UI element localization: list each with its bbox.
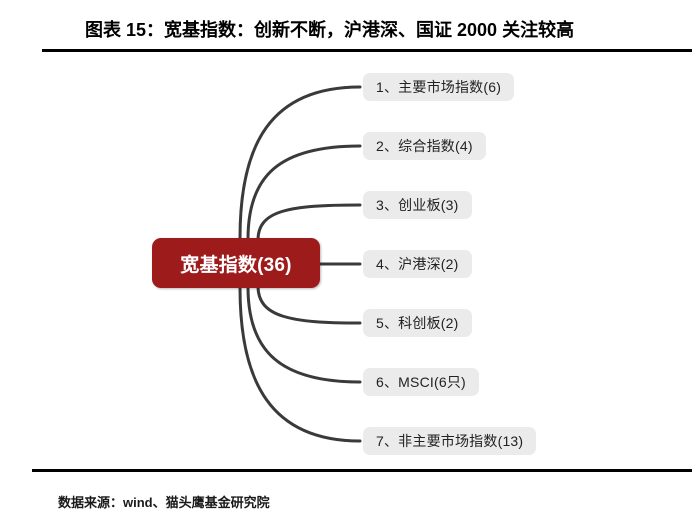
branch-node-5[interactable]: 5、科创板(2) (363, 309, 472, 337)
branch-node-6[interactable]: 6、MSCI(6只) (363, 368, 479, 396)
branch-node-3[interactable]: 3、创业板(3) (363, 191, 472, 219)
source-note: 数据来源：wind、猫头鹰基金研究院 (58, 495, 270, 510)
branch-label-5: 5、科创板(2) (376, 315, 459, 331)
title-divider-rule (42, 49, 692, 52)
branch-label-1: 1、主要市场指数(6) (376, 79, 502, 95)
connector-line-6 (246, 285, 362, 384)
root-node-label: 宽基指数(36) (180, 254, 292, 276)
mindmap-diagram: 宽基指数(36) 1、主要市场指数(6) 2、综合指数(4) 3、创业板(3) … (0, 55, 700, 465)
branch-label-6: 6、MSCI(6只) (376, 374, 466, 390)
branch-label-7: 7、非主要市场指数(13) (376, 433, 524, 449)
connector-line-5 (256, 284, 362, 325)
connector-line-7 (238, 286, 362, 443)
connector-line-2 (246, 144, 362, 241)
connector-lines (238, 85, 362, 443)
branch-node-2[interactable]: 2、综合指数(4) (363, 132, 486, 160)
root-node[interactable]: 宽基指数(36) (152, 238, 320, 288)
branch-node-7[interactable]: 7、非主要市场指数(13) (363, 427, 537, 455)
branch-node-4[interactable]: 4、沪港深(2) (363, 250, 472, 278)
branch-label-3: 3、创业板(3) (376, 197, 459, 213)
branch-label-2: 2、综合指数(4) (376, 138, 473, 154)
page-title: 图表 15：宽基指数：创新不断，沪港深、国证 2000 关注较高 (85, 20, 575, 40)
footer-divider-rule (32, 469, 692, 472)
branch-label-4: 4、沪港深(2) (376, 256, 459, 272)
branch-node-1[interactable]: 1、主要市场指数(6) (363, 73, 515, 101)
connector-line-3 (256, 203, 362, 242)
connector-line-1 (238, 85, 362, 240)
